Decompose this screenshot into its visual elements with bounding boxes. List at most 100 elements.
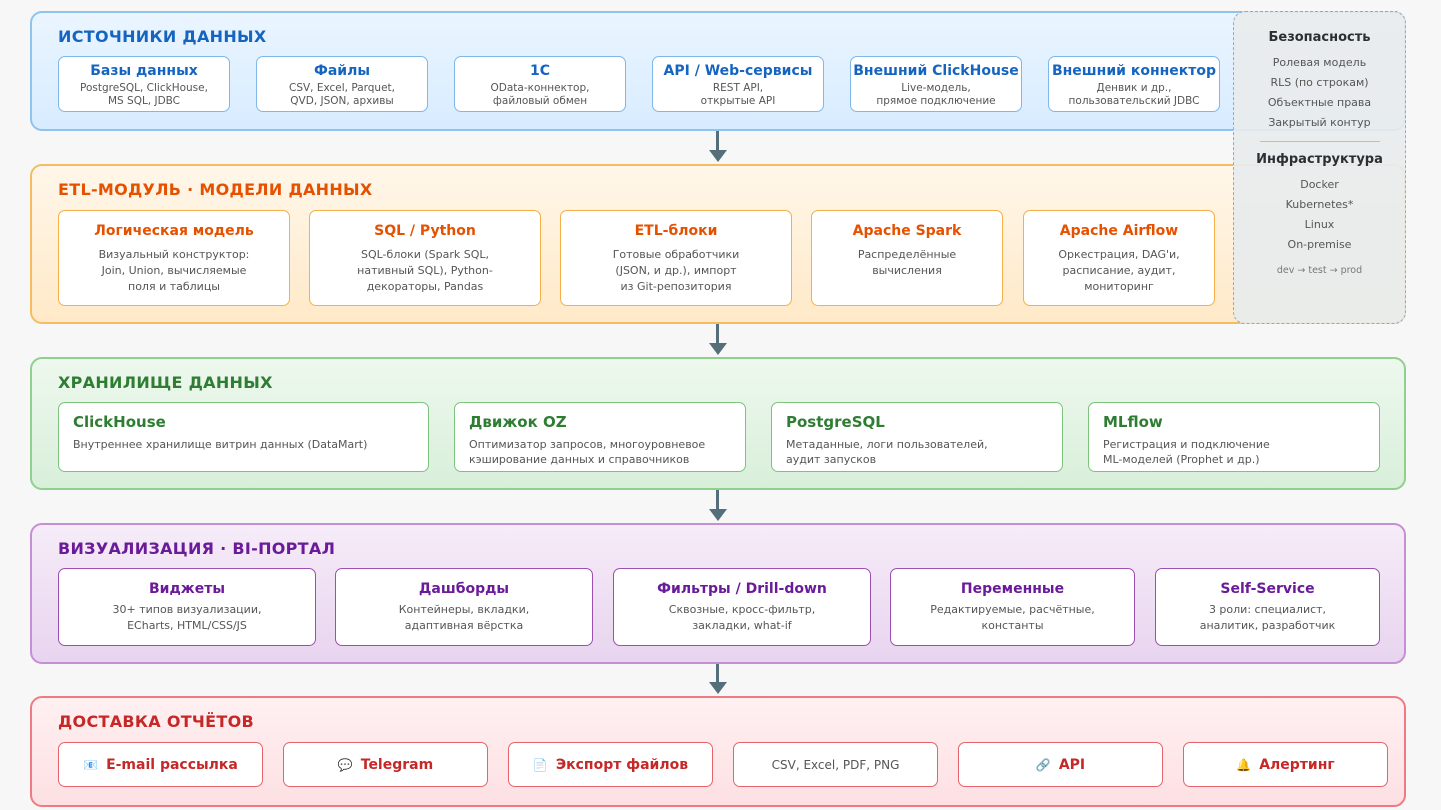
security-list: Ролевая модель RLS (по строкам) Объектны… xyxy=(1234,53,1405,133)
flow-arrow xyxy=(709,490,727,523)
card-title: Базы данных xyxy=(90,63,198,79)
infrastructure-item: Linux xyxy=(1304,218,1335,231)
card-desc: 3 роли: специалист, xyxy=(1208,603,1327,616)
card-desc: Метаданные, логи пользователей, xyxy=(786,438,988,451)
card-desc: QVD, JSON, архивы xyxy=(290,95,394,107)
delivery-label: API xyxy=(1058,756,1086,773)
card-desc: MS SQL, JDBC xyxy=(107,95,181,107)
card-desc: открытые API xyxy=(700,95,776,107)
delivery-label: Экспорт файлов xyxy=(555,756,689,773)
card-desc: CSV, Excel, Parquet, xyxy=(288,82,395,94)
delivery-alerting: 🔔 Алертинг xyxy=(1183,742,1388,787)
card-desc: файловый обмен xyxy=(492,95,588,107)
layer-title: ETL-МОДУЛЬ · МОДЕЛИ ДАННЫХ xyxy=(58,180,373,199)
layer-visualization: ВИЗУАЛИЗАЦИЯ · BI-ПОРТАЛ Виджеты 30+ тип… xyxy=(30,523,1406,664)
delivery-telegram: 💬 Telegram xyxy=(283,742,488,787)
card-desc: Оптимизатор запросов, многоуровневое xyxy=(469,438,706,451)
card-title: SQL / Python xyxy=(374,223,476,239)
infrastructure-item: Kubernetes* xyxy=(1285,198,1354,211)
card-etl-blocks: ETL-блоки Готовые обработчики (JSON, и д… xyxy=(560,210,792,306)
card-desc: ECharts, HTML/CSS/JS xyxy=(127,619,247,632)
card-desc: SQL-блоки (Spark SQL, xyxy=(360,248,490,261)
security-infrastructure-panel: Безопасность Ролевая модель RLS (по стро… xyxy=(1233,11,1406,324)
card-title: Виджеты xyxy=(149,581,225,597)
card-postgresql: PostgreSQL Метаданные, логи пользователе… xyxy=(771,402,1063,472)
delivery-export: 📄 Экспорт файлов xyxy=(508,742,713,787)
card-desc: Регистрация и подключение xyxy=(1103,438,1270,451)
layer-title: ИСТОЧНИКИ ДАННЫХ xyxy=(58,27,267,46)
security-item: Ролевая модель xyxy=(1272,56,1367,69)
card-title: Apache Spark xyxy=(852,223,962,239)
card-desc: Внутреннее хранилище витрин данных (Data… xyxy=(73,438,368,451)
layer-storage: ХРАНИЛИЩЕ ДАННЫХ ClickHouse Внутреннее х… xyxy=(30,357,1406,490)
card-desc: PostgreSQL, ClickHouse, xyxy=(80,82,208,94)
card-variables: Переменные Редактируемые, расчётные, кон… xyxy=(890,568,1135,646)
card-filters-drilldown: Фильтры / Drill-down Сквозные, кросс-фил… xyxy=(613,568,871,646)
security-item: RLS (по строкам) xyxy=(1270,76,1369,89)
card-title: ETL-блоки xyxy=(634,223,718,239)
card-oz-engine: Движок OZ Оптимизатор запросов, многоуро… xyxy=(454,402,746,472)
card-title: MLflow xyxy=(1103,413,1163,431)
card-desc: Оркестрация, DAG'и, xyxy=(1058,248,1180,261)
card-desc: константы xyxy=(981,619,1044,632)
card-title: Переменные xyxy=(960,581,1065,597)
card-desc: Live-модель, xyxy=(901,82,971,94)
infrastructure-title: Инфраструктура xyxy=(1256,152,1383,167)
card-clickhouse: ClickHouse Внутреннее хранилище витрин д… xyxy=(58,402,429,472)
card-desc: OData-коннектор, xyxy=(490,82,590,94)
chat-icon: 💬 xyxy=(337,757,353,772)
card-desc: (JSON, и др.), импорт xyxy=(615,264,737,277)
card-title: Логическая модель xyxy=(94,223,254,239)
card-self-service: Self-Service 3 роли: специалист, аналити… xyxy=(1155,568,1380,646)
bell-icon: 🔔 xyxy=(1236,757,1252,772)
card-title: Внешний коннектор xyxy=(1051,63,1217,79)
card-title: Фильтры / Drill-down xyxy=(657,581,827,597)
security-title: Безопасность xyxy=(1268,30,1371,45)
card-desc: закладки, what-if xyxy=(692,619,792,632)
infrastructure-list: Docker Kubernetes* Linux On-premise xyxy=(1234,175,1405,255)
card-logical-model: Логическая модель Визуальный конструктор… xyxy=(58,210,290,306)
delivery-label: Алертинг xyxy=(1259,756,1335,773)
security-item: Объектные права xyxy=(1267,96,1372,109)
card-desc: Join, Union, вычисляемые xyxy=(101,264,247,277)
card-apache-spark: Apache Spark Распределённые вычисления xyxy=(811,210,1003,306)
card-desc: Сквозные, кросс-фильтр, xyxy=(668,603,816,616)
flow-arrow xyxy=(709,324,727,357)
card-desc: аудит запусков xyxy=(786,453,877,466)
pipeline-footer: dev → test → prod xyxy=(1276,265,1363,276)
card-apache-airflow: Apache Airflow Оркестрация, DAG'и, распи… xyxy=(1023,210,1215,306)
document-icon: 📄 xyxy=(532,757,548,772)
card-title: Self-Service xyxy=(1220,581,1315,597)
infrastructure-item: Docker xyxy=(1300,178,1339,191)
card-dashboards: Дашборды Контейнеры, вкладки, адаптивная… xyxy=(335,568,593,646)
layer-etl: ETL-МОДУЛЬ · МОДЕЛИ ДАННЫХ Логическая мо… xyxy=(30,164,1406,324)
card-desc: адаптивная вёрстка xyxy=(404,619,524,632)
flow-arrow xyxy=(709,664,727,696)
card-title: Внешний ClickHouse xyxy=(853,63,1019,79)
card-sql-python: SQL / Python SQL-блоки (Spark SQL, натив… xyxy=(309,210,541,306)
delivery-api: 🔗 API xyxy=(958,742,1163,787)
security-item: Закрытый контур xyxy=(1268,116,1371,129)
layer-title: ВИЗУАЛИЗАЦИЯ · BI-ПОРТАЛ xyxy=(58,539,336,558)
card-desc: REST API, xyxy=(712,82,764,94)
card-desc: Редактируемые, расчётные, xyxy=(930,603,1095,616)
email-icon: 📧 xyxy=(83,757,99,772)
delivery-label: E-mail рассылка xyxy=(106,756,238,773)
card-desc: ML-моделей (Prophet и др.) xyxy=(1103,453,1260,466)
flow-arrow xyxy=(709,131,727,164)
delivery-email: 📧 E-mail рассылка xyxy=(58,742,263,787)
infrastructure-item: On-premise xyxy=(1287,238,1352,251)
card-external-clickhouse: Внешний ClickHouse Live-модель, прямое п… xyxy=(850,56,1022,112)
card-api: API / Web-сервисы REST API, открытые API xyxy=(652,56,824,112)
card-desc: кэширование данных и справочников xyxy=(469,453,690,466)
delivery-label: Telegram xyxy=(360,756,434,773)
divider xyxy=(1259,141,1380,142)
card-desc: Денвик и др., xyxy=(1096,82,1172,94)
card-desc: расписание, аудит, xyxy=(1062,264,1176,277)
layer-data-sources: ИСТОЧНИКИ ДАННЫХ Базы данных PostgreSQL,… xyxy=(30,11,1406,131)
card-title: ClickHouse xyxy=(73,413,166,431)
card-desc: 30+ типов визуализации, xyxy=(112,603,262,616)
card-databases: Базы данных PostgreSQL, ClickHouse, MS S… xyxy=(58,56,230,112)
layer-delivery: ДОСТАВКА ОТЧЁТОВ 📧 E-mail рассылка 💬 Tel… xyxy=(30,696,1406,807)
